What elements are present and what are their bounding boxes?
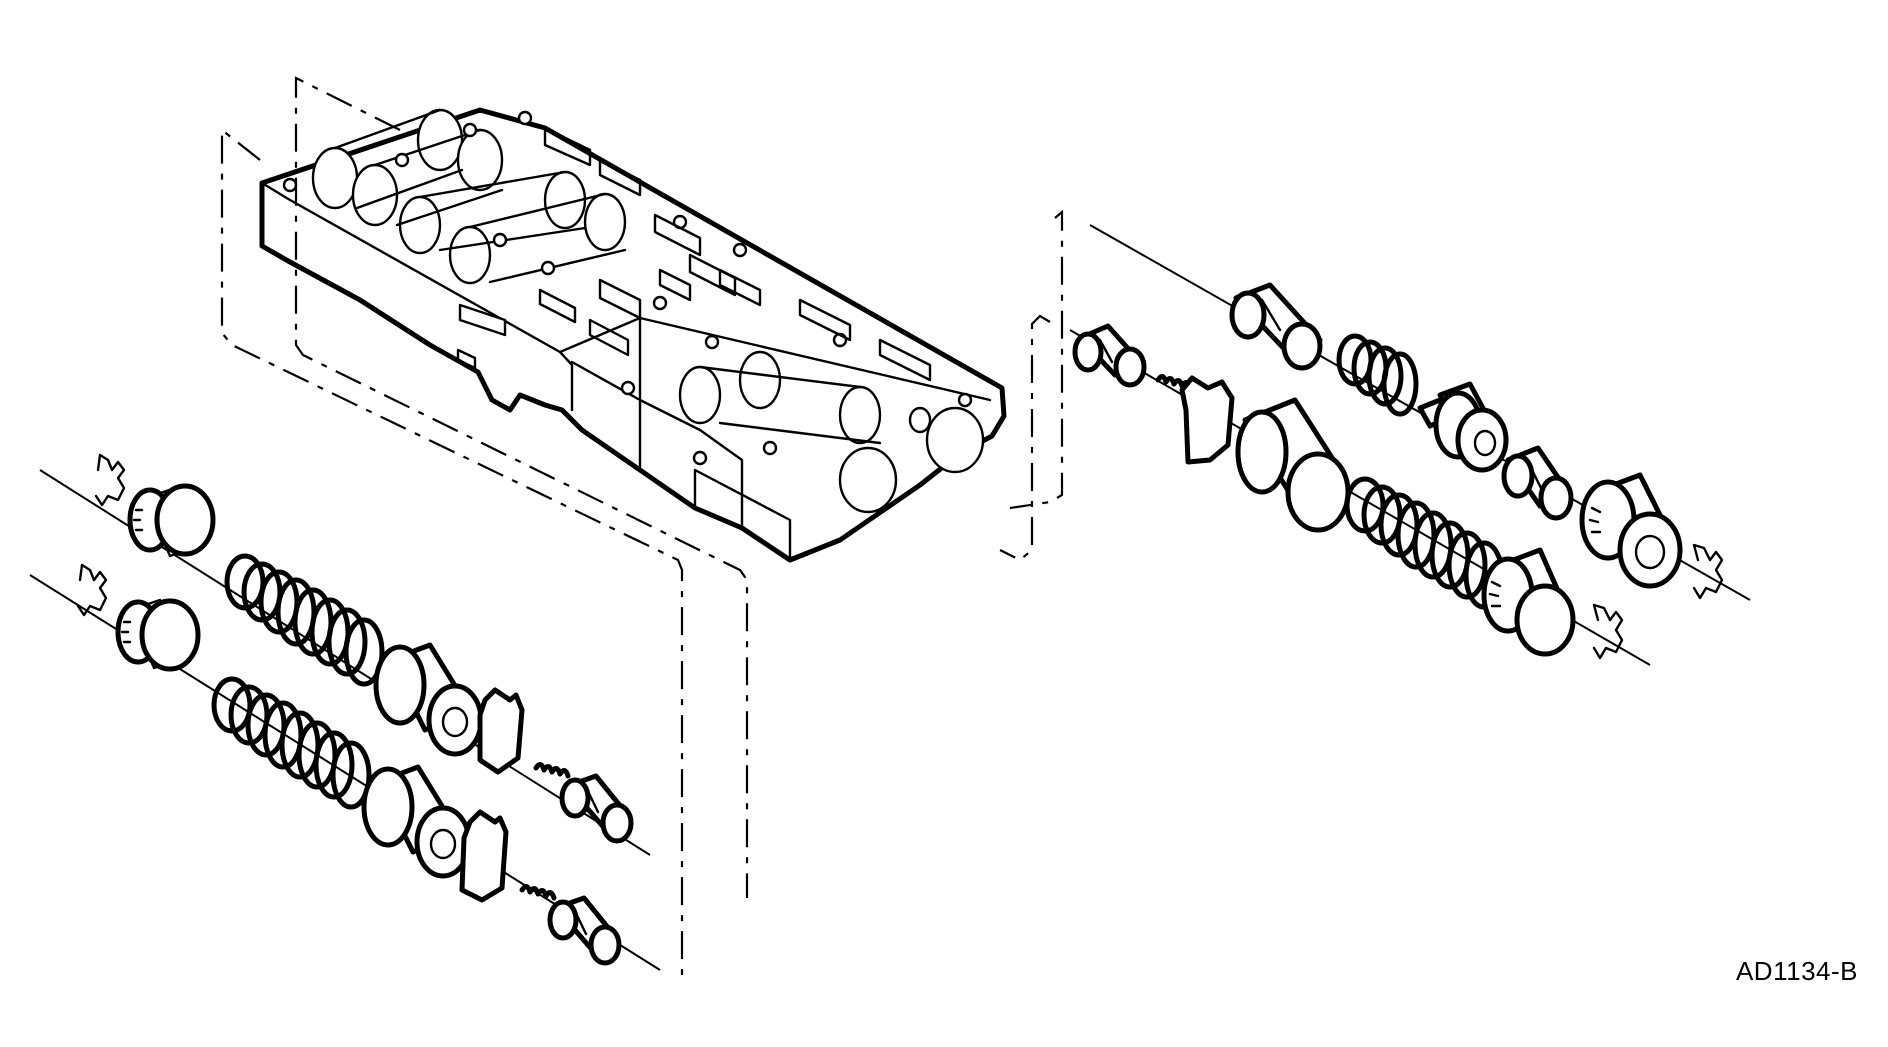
right-bore-plug-lower: [1481, 547, 1576, 657]
bore-plug-upper: [127, 483, 216, 558]
spring-upper: [224, 553, 385, 687]
right-retaining-clip-lower: [1592, 603, 1624, 660]
solenoid-bracket-lower: [459, 809, 509, 903]
valve-body: [259, 107, 1007, 563]
right-small-valve-upper: [1229, 282, 1323, 371]
right-retaining-clip-upper: [1692, 543, 1724, 600]
right-small-valve-lower: [1072, 323, 1147, 388]
assembly-dash-outlines: [220, 76, 1064, 975]
left-valve-assembly: [29, 453, 661, 971]
small-valve-upper: [559, 773, 634, 844]
valve-body-side-slot: [456, 348, 477, 370]
valve-body-bores: [838, 406, 985, 514]
right-bore-plug-upper: [1579, 472, 1683, 589]
right-solenoid-bracket: [1179, 375, 1235, 465]
retaining-clip-lower: [76, 563, 108, 617]
right-spring-upper: [1336, 333, 1419, 417]
piston-upper: [373, 642, 484, 757]
piston-lower: [361, 764, 472, 879]
valve-body-spools-lower: [678, 350, 882, 445]
bore-plug-lower: [115, 598, 201, 672]
solenoid-bracket-upper: [477, 687, 525, 775]
retaining-clip-upper: [94, 453, 126, 507]
right-stepped-plug: [1417, 381, 1509, 473]
right-piston: [1235, 397, 1351, 533]
check-spring-upper: [533, 762, 571, 779]
spring-lower: [211, 676, 372, 810]
valve-body-spools-upper: [311, 108, 627, 285]
right-small-valve-mid: [1501, 445, 1574, 521]
check-spring-lower: [519, 884, 557, 901]
small-valve-lower: [547, 895, 622, 966]
right-spring-lower: [1344, 476, 1505, 610]
valve-body-pockets: [538, 126, 932, 382]
valve-body-boss: [458, 303, 507, 337]
figure-id-label: AD1134-B: [1735, 956, 1858, 986]
right-valve-assembly: [1069, 224, 1751, 666]
